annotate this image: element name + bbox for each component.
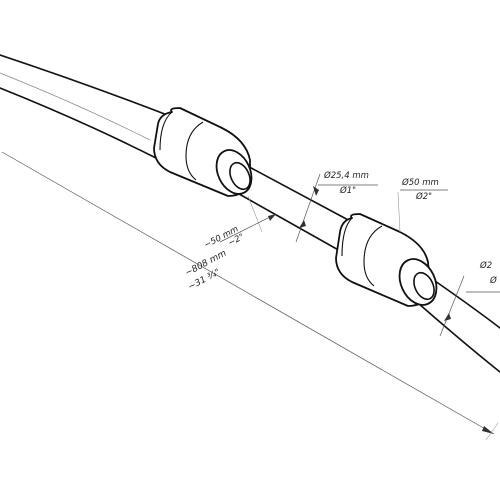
pipe-left-segment: [0, 54, 176, 161]
clip-diameter-label: Ø2: [479, 260, 492, 271]
lower-diameter-dimension: Ø2 Ø: [439, 260, 500, 337]
inner-diameter-in-label: Ø1": [339, 185, 356, 196]
clip-diameter-label-2: Ø: [489, 275, 497, 286]
outer-diameter-mm-label: Ø50 mm: [401, 177, 439, 188]
outer-diameter-in-label: Ø2": [415, 191, 432, 202]
overall-length-dimension: [1, 151, 499, 441]
inner-diameter-dimension: Ø25,4 mm Ø1": [295, 170, 378, 243]
pipe-middle-segment: [231, 161, 353, 253]
inner-diameter-mm-label: Ø25,4 mm: [323, 170, 369, 181]
coupling-clip-2: [335, 213, 438, 307]
outer-diameter-dimension: Ø50 mm Ø2": [397, 177, 448, 233]
coupling-clip-1: [153, 107, 253, 197]
overall-length-labels: ~808 mm ~31 ¾": [184, 249, 229, 293]
